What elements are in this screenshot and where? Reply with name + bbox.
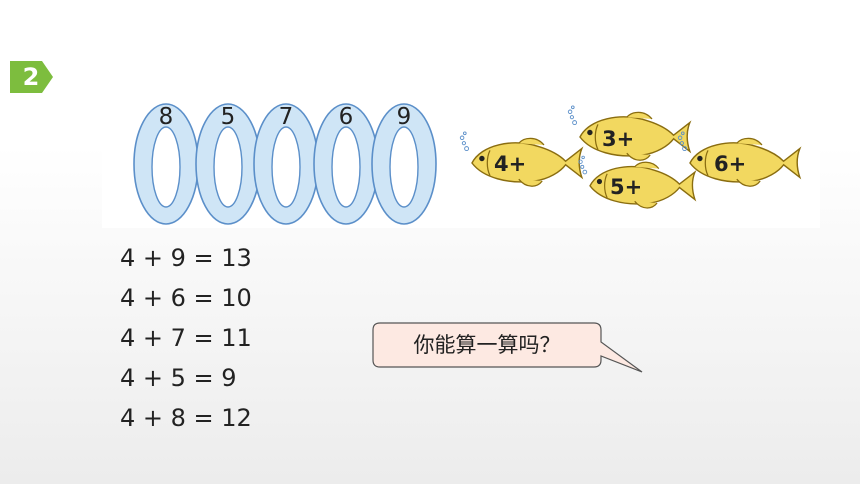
- speech-bubble-text: 你能算一算吗？: [413, 333, 561, 357]
- equation-2: 4 + 6 = 10: [120, 284, 252, 312]
- ring-2: [195, 103, 261, 225]
- equation-list: 4 + 9 = 13 4 + 6 = 10 4 + 7 = 11 4 + 5 =…: [120, 238, 252, 438]
- badge-shape: [10, 61, 53, 93]
- speech-bubble-shape: [372, 322, 643, 373]
- illustration-svg: [133, 103, 801, 225]
- ring-number-4: 6: [338, 104, 354, 130]
- equation-3: 4 + 7 = 11: [120, 324, 252, 352]
- ring-number-5: 9: [396, 104, 412, 130]
- section-badge: 2: [8, 60, 54, 94]
- fish-label-1: 4+: [494, 152, 527, 176]
- equation-5: 4 + 8 = 12: [120, 404, 252, 432]
- ring-5: [371, 103, 437, 225]
- ring-1: [133, 103, 199, 225]
- fish-label-2: 3+: [602, 127, 635, 151]
- fish-label-4: 6+: [714, 152, 747, 176]
- ring-number-1: 8: [158, 104, 174, 130]
- ring-number-3: 7: [278, 104, 294, 130]
- badge-number: 2: [22, 63, 40, 91]
- equation-1: 4 + 9 = 13: [120, 244, 252, 272]
- illustration-panel: 8 5 7 6 9 4+ 3+ 5+ 6+: [102, 84, 820, 228]
- ring-number-2: 5: [220, 104, 236, 130]
- equation-4: 4 + 5 = 9: [120, 364, 237, 392]
- fish-label-3: 5+: [610, 175, 643, 199]
- ring-3: [253, 103, 319, 225]
